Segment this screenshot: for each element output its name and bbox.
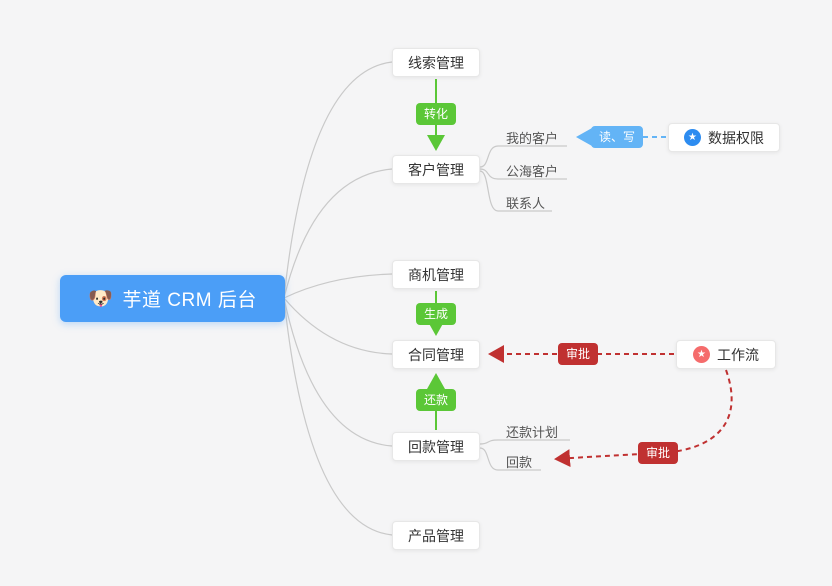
node-data-permission[interactable]: ★ 数据权限 bbox=[668, 123, 780, 152]
edge-receivables-repayment-plan bbox=[479, 439, 570, 445]
star-icon: ★ bbox=[684, 129, 701, 146]
node-products-label: 产品管理 bbox=[408, 527, 464, 544]
edge-root-receivables bbox=[283, 297, 393, 447]
star-icon: ★ bbox=[693, 346, 710, 363]
badge-approve-contract-label: 审批 bbox=[566, 347, 591, 361]
node-opportunities[interactable]: 商机管理 bbox=[392, 260, 480, 289]
badge-approve-receivable[interactable]: 审批 bbox=[638, 442, 679, 464]
child-public-sea-customers[interactable]: 公海客户 bbox=[506, 161, 558, 180]
child-repayment[interactable]: 回款 bbox=[506, 452, 532, 471]
node-receivables[interactable]: 回款管理 bbox=[392, 432, 480, 461]
node-contracts[interactable]: 合同管理 bbox=[392, 340, 480, 369]
badge-generate[interactable]: 生成 bbox=[416, 303, 457, 325]
badge-repay[interactable]: 还款 bbox=[416, 389, 457, 411]
child-my-customers[interactable]: 我的客户 bbox=[506, 128, 558, 147]
badge-approve-receivable-label: 审批 bbox=[646, 446, 671, 460]
node-products[interactable]: 产品管理 bbox=[392, 521, 480, 550]
badge-convert[interactable]: 转化 bbox=[416, 103, 457, 125]
badge-approve-contract[interactable]: 审批 bbox=[558, 343, 599, 365]
edge-root-products bbox=[283, 297, 393, 536]
node-leads-label: 线索管理 bbox=[408, 54, 464, 71]
node-customers[interactable]: 客户管理 bbox=[392, 155, 480, 184]
edge-customers-public-sea-customers bbox=[479, 168, 567, 180]
badge-read-write[interactable]: 读、写 bbox=[591, 126, 644, 148]
child-repayment-plan-label: 还款计划 bbox=[506, 425, 559, 440]
edge-receivables-repayment bbox=[479, 447, 541, 471]
node-workflow-label: 工作流 bbox=[717, 346, 759, 363]
child-contacts-label: 联系人 bbox=[506, 196, 546, 211]
edge-root-customers bbox=[283, 168, 393, 299]
root-node-label: 芋道 CRM 后台 bbox=[122, 290, 257, 311]
edge-root-opportunities bbox=[283, 273, 393, 299]
badge-read-write-label: 读、写 bbox=[599, 130, 636, 144]
edge-customers-my-customers bbox=[479, 145, 567, 168]
child-contacts[interactable]: 联系人 bbox=[506, 193, 545, 212]
node-opportunities-label: 商机管理 bbox=[408, 266, 464, 283]
child-my-customers-label: 我的客户 bbox=[506, 131, 559, 146]
edge-root-contracts bbox=[283, 297, 393, 355]
root-node-crm-admin[interactable]: 🐶 芋道 CRM 后台 bbox=[60, 275, 285, 322]
child-repayment-label: 回款 bbox=[506, 455, 533, 470]
child-public-sea-customers-label: 公海客户 bbox=[506, 164, 559, 179]
edge-root-leads bbox=[283, 61, 393, 299]
node-workflow[interactable]: ★ 工作流 bbox=[676, 340, 776, 369]
badge-generate-label: 生成 bbox=[424, 307, 449, 321]
node-leads[interactable]: 线索管理 bbox=[392, 48, 480, 77]
edge-customers-contacts bbox=[479, 170, 552, 212]
badge-repay-label: 还款 bbox=[424, 393, 449, 407]
dog-emoji-icon: 🐶 bbox=[88, 288, 114, 310]
node-contracts-label: 合同管理 bbox=[408, 346, 464, 363]
node-receivables-label: 回款管理 bbox=[408, 438, 464, 455]
node-customers-label: 客户管理 bbox=[408, 161, 464, 178]
child-repayment-plan[interactable]: 还款计划 bbox=[506, 422, 558, 441]
node-data-permission-label: 数据权限 bbox=[708, 129, 764, 146]
badge-convert-label: 转化 bbox=[424, 107, 449, 121]
